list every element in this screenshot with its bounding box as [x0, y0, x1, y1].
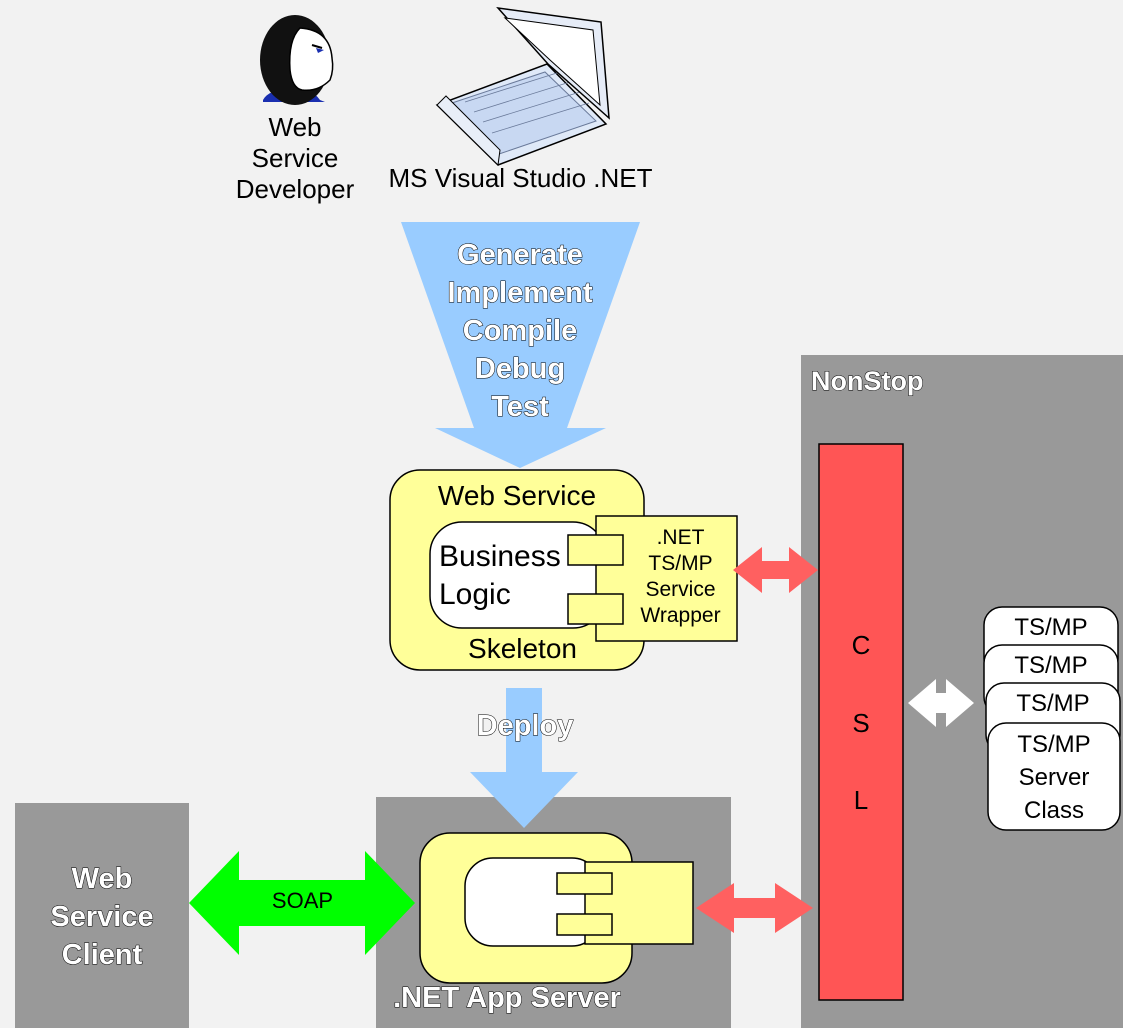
- deployed-port-top: [556, 872, 613, 895]
- soap-label: SOAP: [271, 888, 334, 913]
- app-server-label: .NET App Server: [393, 982, 622, 1014]
- funnel-step-generate: Generate: [457, 239, 584, 272]
- funnel-arrow: [401, 222, 640, 468]
- server-class-line-1: TS/MP: [1017, 731, 1091, 758]
- tsmp-label-1: TS/MP: [1014, 614, 1088, 641]
- csl-letter-s: S: [852, 708, 870, 738]
- developer-label-line-1: Web: [268, 112, 322, 142]
- server-class-label: TS/MP Server Class: [988, 728, 1120, 827]
- nonstop-label: NonStop: [810, 366, 924, 397]
- business-logic-line-1: Business: [439, 540, 561, 573]
- wrapper-line-2: TS/MP: [648, 552, 713, 575]
- csl-bar: [818, 443, 904, 1001]
- deploy-label: Deploy: [476, 710, 574, 742]
- wrapper-port-top: [567, 534, 624, 566]
- tsmp-label-3: TS/MP: [1016, 690, 1090, 717]
- wrapper-port-bottom: [567, 593, 624, 625]
- csl-letter-l: L: [853, 785, 869, 815]
- laptop-icon: [435, 6, 610, 167]
- funnel-step-compile: Compile: [462, 315, 578, 348]
- soap-arrow: [189, 851, 415, 955]
- funnel-step-debug: Debug: [474, 353, 566, 386]
- web-service-title: Web Service: [437, 480, 597, 511]
- wrapper-line-4: Wrapper: [640, 604, 721, 627]
- deploy-arrow: [470, 688, 578, 828]
- appserver-csl-arrow: [696, 883, 813, 933]
- wrapper-csl-arrow: [733, 547, 818, 593]
- tsmp-server-class-box: [987, 722, 1121, 831]
- csl-tsmp-arrow: [908, 679, 974, 727]
- wrapper-line-1: .NET: [656, 526, 705, 549]
- server-class-line-2: Server: [1018, 764, 1090, 791]
- csl-letter-c: C: [851, 630, 871, 660]
- developer-label: Web Service Developer: [220, 112, 370, 205]
- skeleton-label: Skeleton: [468, 633, 577, 664]
- developer-label-line-3: Developer: [235, 174, 355, 204]
- wrapper-label: .NET TS/MP Service Wrapper: [618, 525, 743, 629]
- client-label-line-2: Service: [50, 901, 154, 934]
- person-icon: [260, 15, 334, 105]
- funnel-step-implement: Implement: [447, 277, 593, 310]
- funnel-step-test: Test: [491, 391, 549, 424]
- ide-label: MS Visual Studio .NET: [388, 163, 653, 193]
- client-label-line-3: Client: [61, 939, 143, 972]
- server-class-line-3: Class: [1023, 797, 1084, 824]
- tsmp-label-2: TS/MP: [1014, 652, 1088, 679]
- developer-label-line-2: Service: [251, 143, 339, 173]
- funnel-steps: Generate Implement Compile Debug Test: [420, 236, 620, 426]
- wrapper-line-3: Service: [645, 578, 716, 601]
- web-service-client-panel: [15, 803, 189, 1028]
- deployed-port-bottom: [556, 913, 613, 936]
- client-label: Web Service Client: [15, 860, 189, 974]
- business-logic-label: Business Logic: [439, 538, 561, 614]
- business-logic-line-2: Logic: [439, 578, 511, 611]
- client-label-line-1: Web: [71, 863, 133, 896]
